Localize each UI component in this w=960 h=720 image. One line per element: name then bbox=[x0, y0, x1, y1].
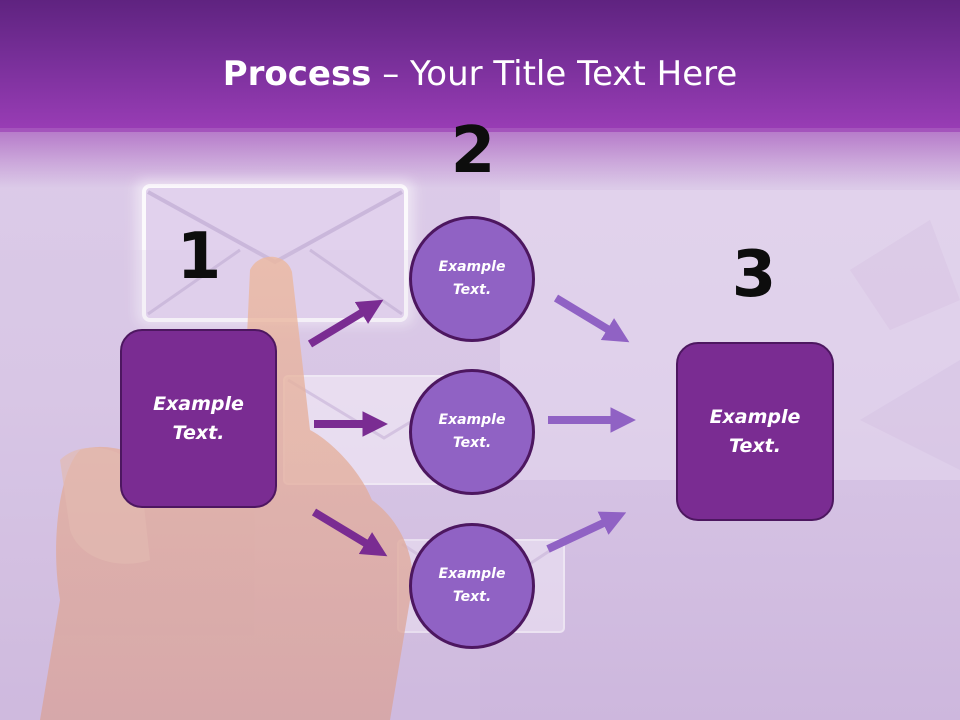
arrow-step1-to-circle1 bbox=[307, 299, 384, 348]
step-number-1: 1 bbox=[176, 220, 222, 294]
header-band bbox=[0, 0, 960, 132]
page-title: Process – Your Title Text Here bbox=[0, 52, 960, 96]
step-number-2: 2 bbox=[450, 114, 496, 188]
title-bold: Process bbox=[222, 54, 372, 94]
step-number-3: 3 bbox=[731, 238, 777, 312]
arrow-circle3-to-step3 bbox=[546, 511, 627, 553]
title-rest: – Your Title Text Here bbox=[371, 54, 738, 94]
arrow-circle1-to-step3 bbox=[553, 294, 630, 343]
envelope-icon bbox=[136, 178, 414, 326]
header-fade bbox=[0, 128, 960, 188]
arrow-step1-to-circle3 bbox=[311, 508, 388, 557]
